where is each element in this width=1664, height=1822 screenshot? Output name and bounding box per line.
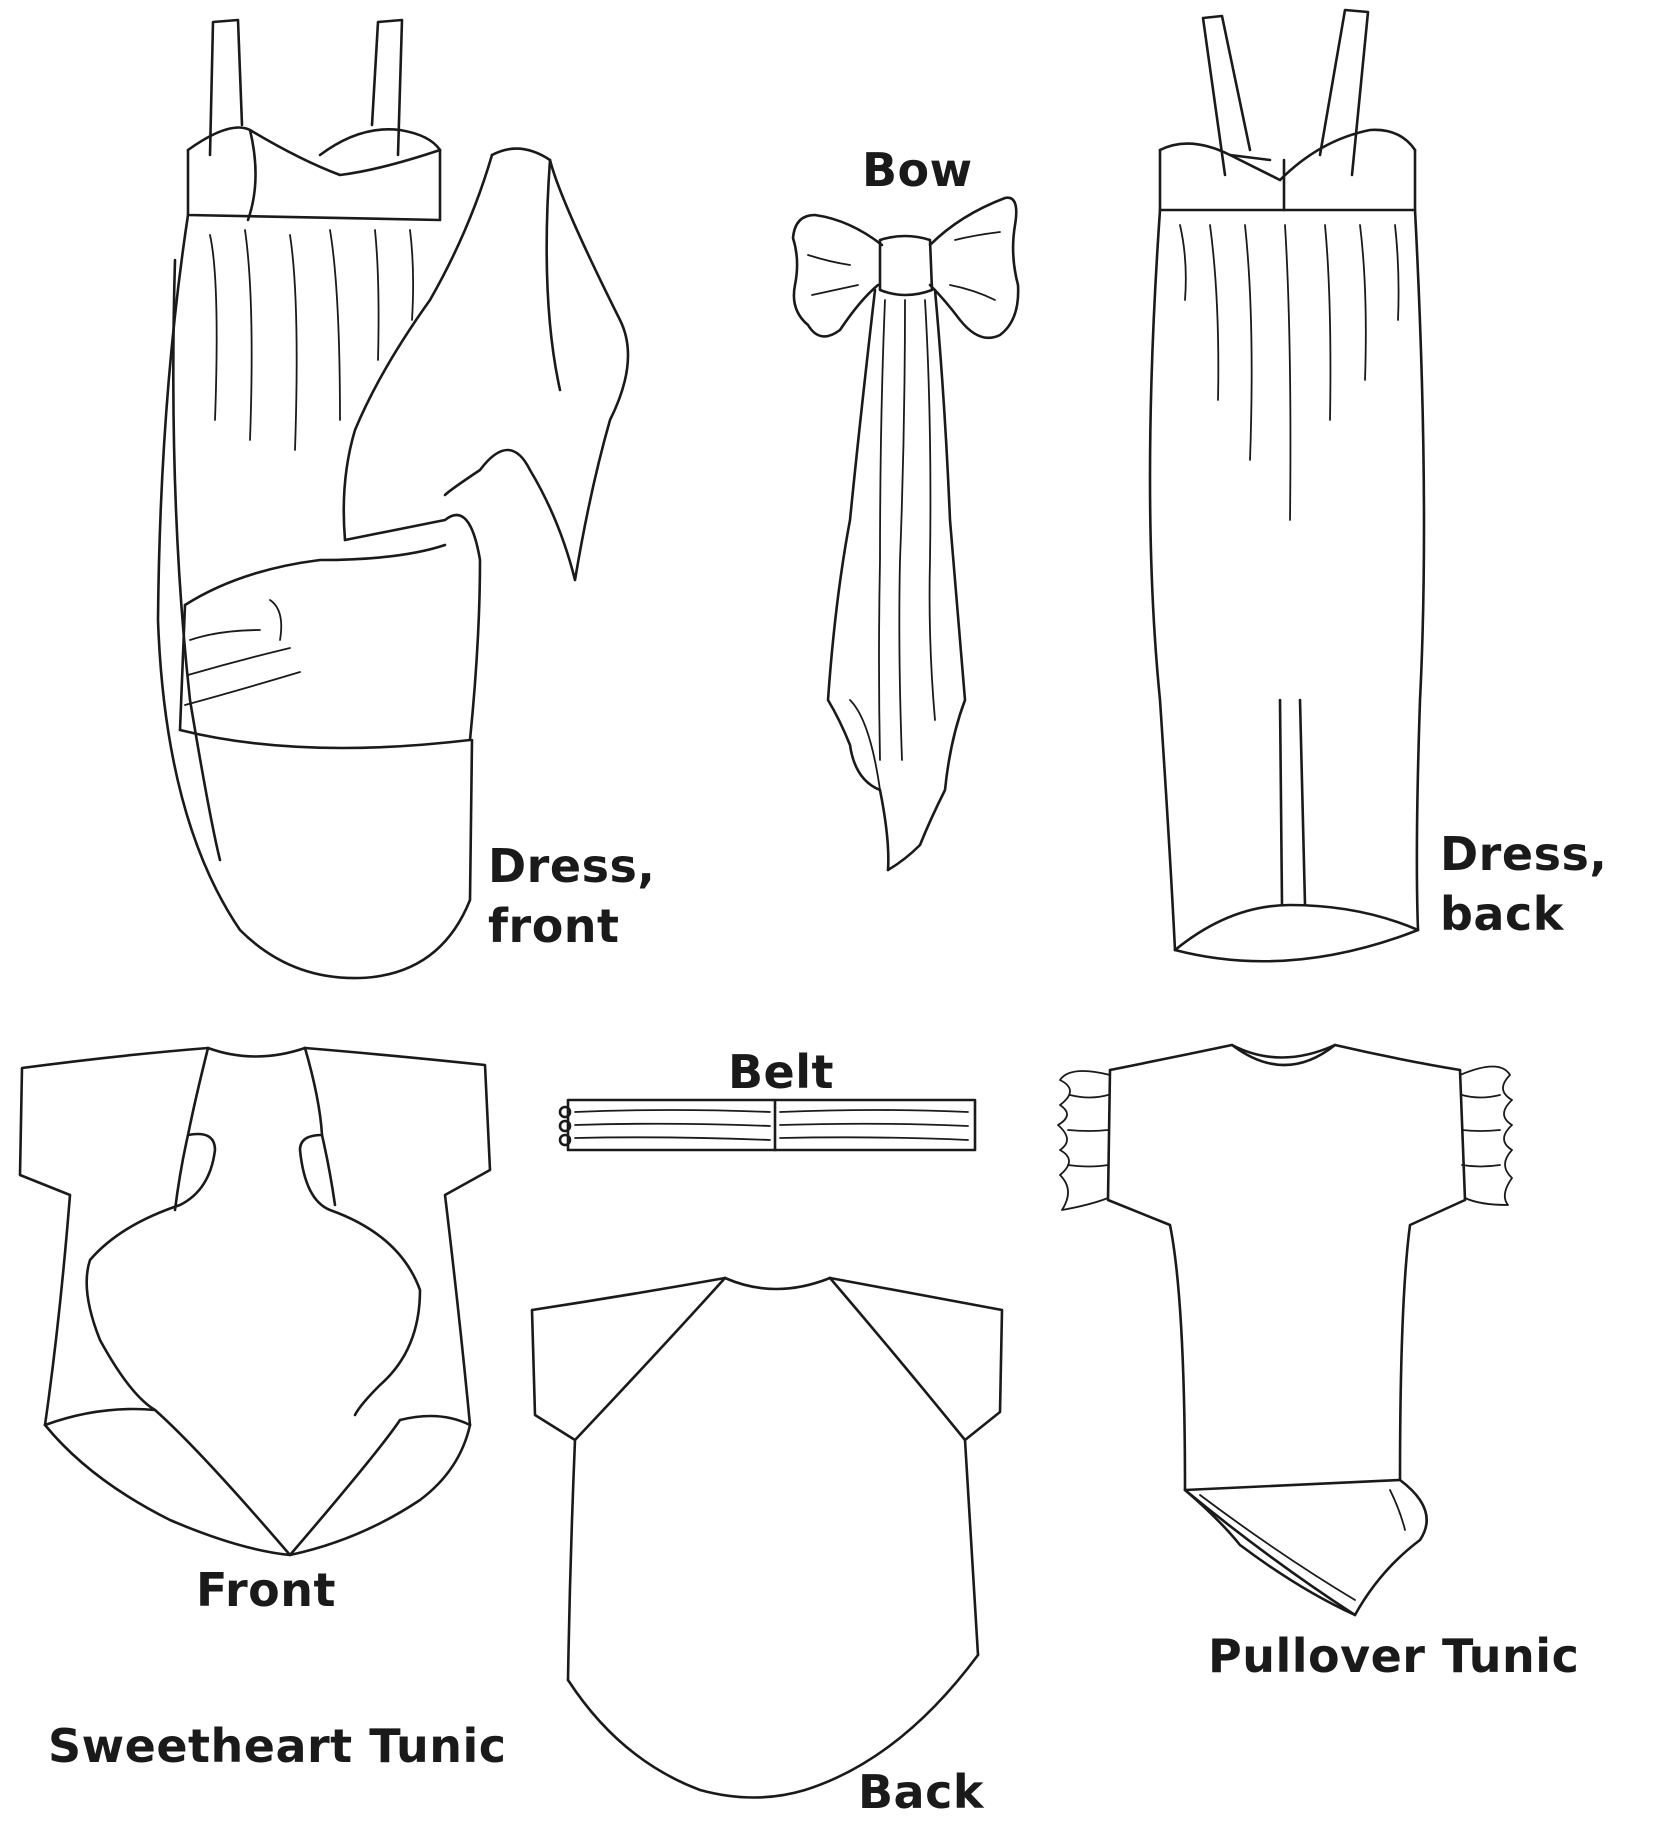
- belt-label: Belt: [728, 1045, 835, 1099]
- sweetheart-back-label: Back: [858, 1765, 984, 1819]
- bow-illustration: [791, 196, 1020, 872]
- dress-back-illustration: [1148, 8, 1426, 963]
- dress-back-label-line1: Dress,: [1440, 827, 1608, 881]
- sweetheart-tunic-front-illustration: [18, 1046, 492, 1557]
- pullover-tunic-label: Pullover Tunic: [1208, 1629, 1580, 1683]
- bow-label: Bow: [862, 143, 973, 197]
- sweetheart-tunic-back-illustration: [530, 1276, 1004, 1799]
- pullover-tunic-illustration: [1057, 1043, 1513, 1617]
- sweetheart-tunic-label: Sweetheart Tunic: [48, 1719, 507, 1773]
- belt-illustration: [558, 1098, 977, 1152]
- dress-back-label-line2: back: [1440, 887, 1564, 941]
- dress-front-label-line1: Dress,: [488, 839, 656, 893]
- dress-front-illustration: [156, 18, 630, 980]
- dress-front-label-line2: front: [488, 899, 620, 953]
- sweetheart-front-label: Front: [196, 1563, 337, 1617]
